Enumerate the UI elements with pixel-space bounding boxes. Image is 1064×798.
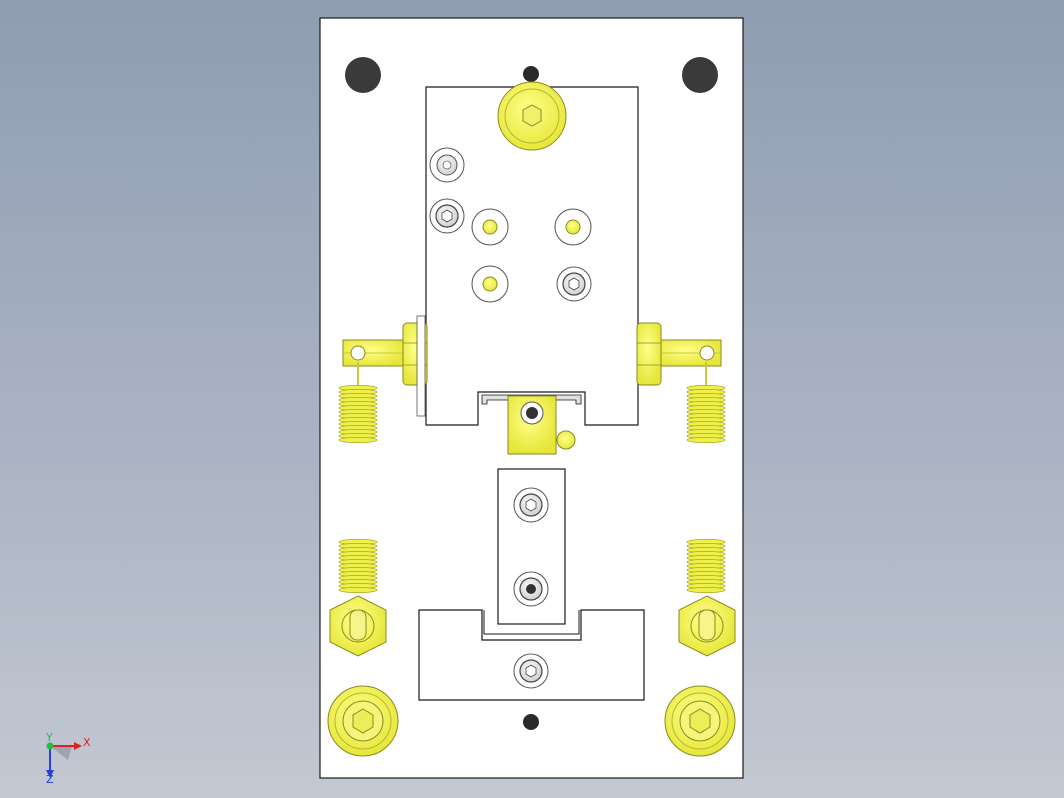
spring-coil bbox=[686, 436, 726, 443]
pin-hole-bottom-center bbox=[523, 714, 539, 730]
hex-post-left[interactable] bbox=[329, 595, 387, 657]
spring-coil bbox=[338, 436, 378, 443]
latch-block[interactable] bbox=[507, 395, 576, 455]
y-axis-label: Y bbox=[45, 731, 53, 744]
dowel-yellow-3 bbox=[471, 265, 509, 303]
spring-lower-left bbox=[338, 539, 378, 594]
y-axis-dot bbox=[46, 742, 54, 750]
left-rod-assembly[interactable] bbox=[342, 315, 428, 417]
bottom-bolt-right[interactable] bbox=[664, 685, 736, 757]
spring-upper-left bbox=[338, 362, 378, 443]
dowel-yellow-1 bbox=[471, 208, 509, 246]
guide-hole-top-right bbox=[682, 57, 718, 93]
clamp-screw bbox=[513, 653, 549, 689]
right-rod-assembly[interactable] bbox=[636, 322, 722, 386]
rail-screw-1 bbox=[513, 487, 549, 523]
spring-coil bbox=[338, 587, 378, 594]
hex-post-right[interactable] bbox=[678, 595, 736, 657]
screw-gray-1 bbox=[429, 147, 465, 183]
guide-hole-top-left bbox=[345, 57, 381, 93]
screw-gray-2 bbox=[429, 198, 465, 234]
top-adjust-bolt[interactable] bbox=[497, 81, 567, 151]
spring-coil bbox=[686, 587, 726, 594]
z-axis-label: Z bbox=[46, 773, 54, 786]
bottom-bolt-left[interactable] bbox=[327, 685, 399, 757]
pin-hole-top-center bbox=[523, 66, 539, 82]
screw-gray-3 bbox=[556, 266, 592, 302]
spring-upper-right bbox=[686, 362, 726, 443]
dowel-yellow-2 bbox=[554, 208, 592, 246]
spring-lower-right bbox=[686, 539, 726, 594]
coordinate-triad: X Y Z bbox=[45, 731, 91, 786]
x-axis-label: X bbox=[83, 736, 91, 749]
rail-screw-2 bbox=[513, 571, 549, 607]
